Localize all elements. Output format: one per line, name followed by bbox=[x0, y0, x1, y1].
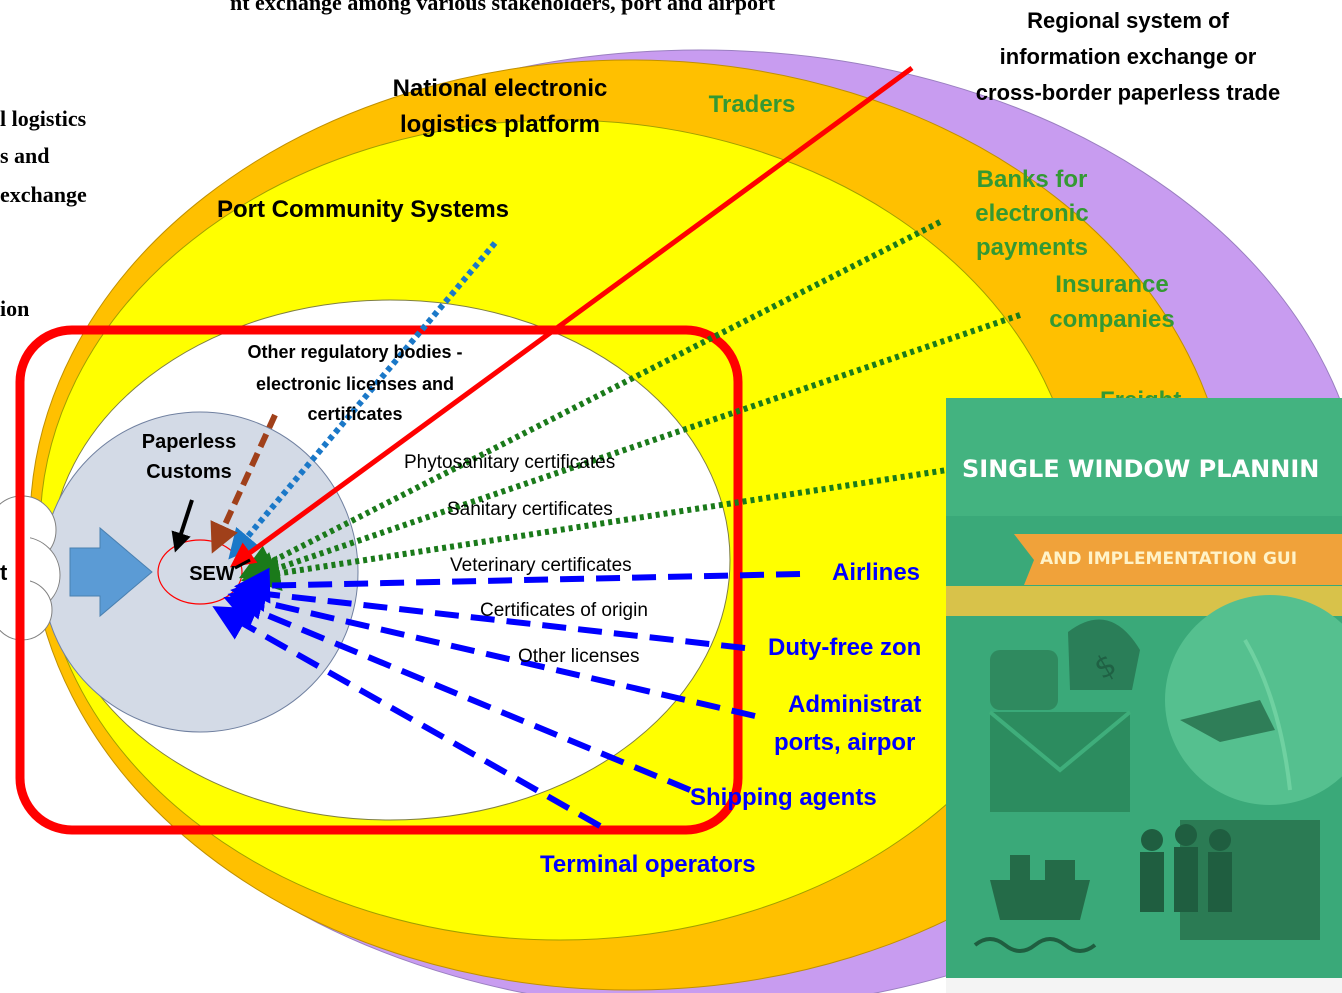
arrow-customs bbox=[171, 499, 194, 553]
top-cut-text: nt exchange among various stakeholders, … bbox=[230, 0, 776, 15]
sew-label: SEW bbox=[189, 563, 235, 585]
svg-text:electronic: electronic bbox=[975, 200, 1088, 227]
highlight-box bbox=[15, 325, 743, 835]
svg-text:cross-border paperless trade: cross-border paperless trade bbox=[976, 80, 1280, 105]
waves-illustration bbox=[973, 937, 1097, 953]
certificates-list: Phytosanitary certificates Sanitary cert… bbox=[404, 452, 648, 667]
big-blue-arrow bbox=[69, 526, 153, 618]
factory-illustration bbox=[1180, 820, 1320, 940]
svg-text:ports, airpor: ports, airpor bbox=[774, 729, 915, 756]
arrow-regulatory bbox=[210, 413, 278, 554]
svg-text:Paperless: Paperless bbox=[142, 431, 237, 453]
customs-label: Paperless Customs bbox=[142, 431, 237, 483]
pcs-label: Port Community Systems bbox=[217, 196, 509, 223]
dutyfree-label: Duty-free zon bbox=[768, 634, 921, 661]
book-subtitle: AND IMPLEMENTATION GUI bbox=[1040, 549, 1297, 569]
arrow-shipping bbox=[223, 594, 692, 793]
shipping-label: Shipping agents bbox=[690, 784, 877, 811]
arrow-pcs bbox=[228, 241, 498, 560]
svg-text:payments: payments bbox=[976, 234, 1088, 261]
arrow-sew-small bbox=[234, 558, 251, 570]
traders-label: Traders bbox=[709, 91, 796, 118]
arrow-freight bbox=[244, 465, 961, 592]
cert-sanitary: Sanitary certificates bbox=[447, 499, 613, 520]
globe-illustration bbox=[1165, 595, 1342, 805]
svg-text:logistics platform: logistics platform bbox=[400, 111, 600, 138]
regulatory-label: Other regulatory bodies - electronic lic… bbox=[247, 342, 462, 424]
terminal-label: Terminal operators bbox=[540, 851, 756, 878]
side-text-2: s and bbox=[0, 143, 50, 168]
book-title: SINGLE WINDOW PLANNIN bbox=[962, 455, 1319, 483]
side-text-5: t bbox=[0, 560, 8, 585]
book-cover: SINGLE WINDOW PLANNIN AND IMPLEMENTATION… bbox=[946, 398, 1342, 993]
blue-arrows bbox=[212, 567, 801, 829]
svg-text:companies: companies bbox=[1049, 306, 1174, 333]
arrow-airlines bbox=[234, 567, 801, 604]
svg-text:Regional system of: Regional system of bbox=[1027, 8, 1229, 33]
cert-vet: Veterinary certificates bbox=[450, 555, 632, 576]
arrow-dutyfree bbox=[230, 576, 746, 651]
green-arrows bbox=[238, 219, 1021, 592]
side-text-3: exchange bbox=[0, 182, 87, 207]
arrow-admin bbox=[227, 584, 756, 719]
cloud-shape bbox=[0, 495, 61, 641]
svg-text:certificates: certificates bbox=[307, 404, 402, 424]
svg-text:Insurance: Insurance bbox=[1055, 271, 1168, 298]
cert-other: Other licenses bbox=[518, 646, 639, 667]
svg-text:electronic licenses and: electronic licenses and bbox=[256, 374, 454, 394]
airlines-label: Airlines bbox=[832, 559, 920, 586]
svg-text:Customs: Customs bbox=[146, 461, 232, 483]
cert-origin: Certificates of origin bbox=[480, 600, 648, 621]
arrow-insurance bbox=[240, 312, 1021, 587]
admin-label: Administrat ports, airpor bbox=[774, 691, 921, 756]
side-text-1: l logistics bbox=[0, 106, 87, 131]
svg-text:Other regulatory bodies -: Other regulatory bodies - bbox=[247, 342, 462, 362]
svg-text:information exchange or: information exchange or bbox=[1000, 44, 1257, 69]
arrow-banks bbox=[238, 219, 942, 579]
banks-label: Banks for electronic payments bbox=[975, 166, 1088, 261]
svg-text:Administrat: Administrat bbox=[788, 691, 921, 718]
envelope-illustration bbox=[990, 712, 1130, 812]
regional-label: Regional system of information exchange … bbox=[976, 8, 1280, 105]
ship-illustration bbox=[990, 880, 1090, 920]
svg-text:National electronic: National electronic bbox=[393, 75, 608, 102]
money-bag-illustration bbox=[1068, 619, 1140, 690]
insurance-label: Insurance companies bbox=[1049, 271, 1174, 333]
svg-text:Banks for: Banks for bbox=[977, 166, 1088, 193]
book-subtitle-banner bbox=[1014, 534, 1342, 585]
national-label: National electronic logistics platform bbox=[393, 75, 608, 138]
plane-illustration bbox=[1180, 700, 1275, 742]
side-text-4: ion bbox=[0, 296, 29, 321]
people-illustration bbox=[1140, 824, 1232, 912]
cert-phyto: Phytosanitary certificates bbox=[404, 452, 615, 473]
arrow-regional bbox=[229, 65, 914, 568]
